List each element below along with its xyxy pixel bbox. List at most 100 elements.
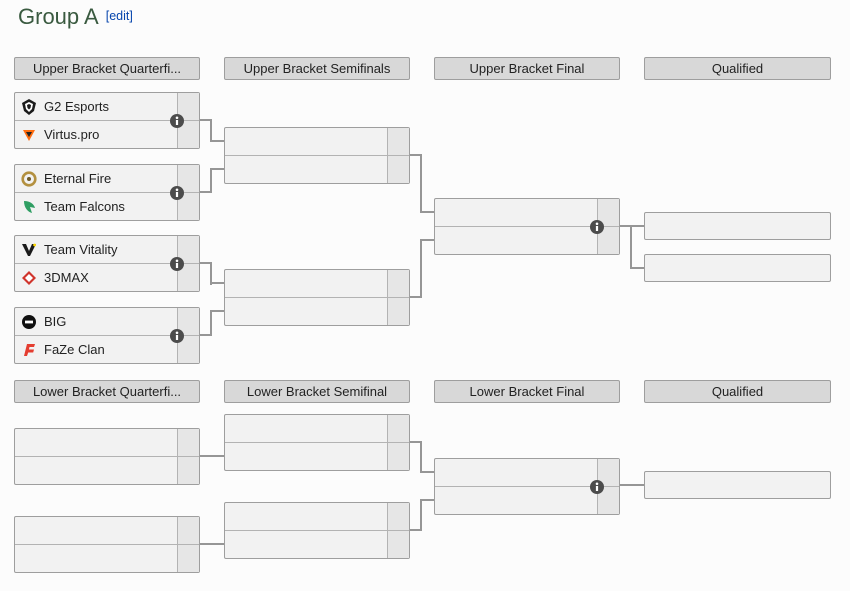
header-ub-semifinals: Upper Bracket Semifinals (224, 57, 410, 80)
match-ub-qf4: BIG FaZe Clan (14, 307, 200, 364)
match-ub-qf1: G2 Esports Virtus.pro (14, 92, 200, 149)
match-info-icon[interactable] (170, 256, 184, 271)
team-name: BIG (44, 314, 67, 329)
team-name: G2 Esports (44, 99, 110, 114)
score-cell (177, 121, 199, 148)
score-cell (597, 459, 619, 486)
connector-line (630, 267, 644, 269)
match-ub-qf3: Team Vitality 3DMAX (14, 235, 200, 292)
connector-line (420, 154, 422, 213)
score-cell (387, 156, 409, 183)
score-cell (177, 193, 199, 220)
team-row: FaZe Clan (15, 335, 199, 363)
header-lb-quarterfinals: Lower Bracket Quarterfi... (14, 380, 200, 403)
score-cell (387, 415, 409, 442)
score-cell (177, 457, 199, 484)
connector-line (200, 334, 212, 336)
connector-line (420, 239, 434, 241)
team-row (225, 297, 409, 325)
score-cell (177, 236, 199, 263)
connector-line (410, 529, 422, 531)
team-row (225, 503, 409, 530)
faze-clan-icon (21, 342, 37, 358)
connector-line (200, 119, 212, 121)
match-info-icon[interactable] (170, 113, 184, 128)
connector-line (210, 168, 212, 193)
match-lb-sf1 (224, 414, 410, 471)
team-name: Virtus.pro (44, 127, 100, 142)
big-icon (21, 314, 37, 330)
team-row: 3DMAX (15, 263, 199, 291)
score-cell (177, 165, 199, 192)
team-row (435, 486, 619, 514)
score-cell (177, 93, 199, 120)
header-lb-semifinal: Lower Bracket Semifinal (224, 380, 410, 403)
qualified-slot-lb (644, 471, 831, 499)
score-cell (387, 270, 409, 297)
team-falcons-icon (21, 199, 37, 215)
score-cell (387, 128, 409, 155)
connector-line (620, 484, 644, 486)
match-info-icon[interactable] (590, 479, 604, 494)
team-row: Team Vitality (15, 236, 199, 263)
connector-line (210, 140, 224, 142)
qualified-slot-ub-2 (644, 254, 831, 282)
team-row (435, 226, 619, 254)
group-title: Group A (18, 4, 99, 29)
match-lb-qf1 (14, 428, 200, 485)
match-info-icon[interactable] (170, 328, 184, 343)
connector-line (210, 282, 224, 284)
match-info-icon[interactable] (590, 219, 604, 234)
match-info-icon[interactable] (170, 185, 184, 200)
score-cell (387, 503, 409, 530)
connector-line (410, 154, 422, 156)
team-row (225, 415, 409, 442)
page-title: Group A [edit] (18, 4, 133, 30)
team-row (15, 517, 199, 544)
connector-line (210, 262, 212, 285)
match-lb-sf2 (224, 502, 410, 559)
team-name: Team Vitality (44, 242, 118, 257)
score-cell (177, 264, 199, 291)
team-row (15, 544, 199, 572)
connector-line (210, 310, 224, 312)
edit-link[interactable]: [edit] (105, 9, 133, 23)
connector-line (200, 191, 212, 193)
connector-line (210, 310, 212, 336)
connector-line (420, 239, 422, 298)
team-row: Eternal Fire (15, 165, 199, 192)
score-cell (597, 487, 619, 514)
team-name: FaZe Clan (44, 342, 105, 357)
match-ub-final (434, 198, 620, 255)
connector-line (200, 262, 212, 264)
connector-line (420, 441, 422, 473)
team-name: 3DMAX (44, 270, 89, 285)
team-row (435, 459, 619, 486)
score-cell (597, 199, 619, 226)
connector-line (420, 471, 434, 473)
team-name: Team Falcons (44, 199, 125, 214)
connector-line (630, 225, 632, 269)
connector-line (420, 211, 434, 213)
connector-line (410, 441, 422, 443)
team-vitality-icon (21, 242, 37, 258)
match-ub-sf1 (224, 127, 410, 184)
header-lb-qualified: Qualified (644, 380, 831, 403)
team-row (435, 199, 619, 226)
team-row: G2 Esports (15, 93, 199, 120)
connector-line (210, 119, 212, 142)
team-row (225, 442, 409, 470)
score-cell (177, 429, 199, 456)
team-row (225, 155, 409, 183)
team-row (225, 128, 409, 155)
team-name: Eternal Fire (44, 171, 112, 186)
match-lb-qf2 (14, 516, 200, 573)
score-cell (387, 531, 409, 558)
team-row: Team Falcons (15, 192, 199, 220)
team-row: Virtus.pro (15, 120, 199, 148)
3dmax-icon (21, 270, 37, 286)
team-row (225, 270, 409, 297)
connector-line (200, 543, 224, 545)
score-cell (177, 308, 199, 335)
header-ub-final: Upper Bracket Final (434, 57, 620, 80)
